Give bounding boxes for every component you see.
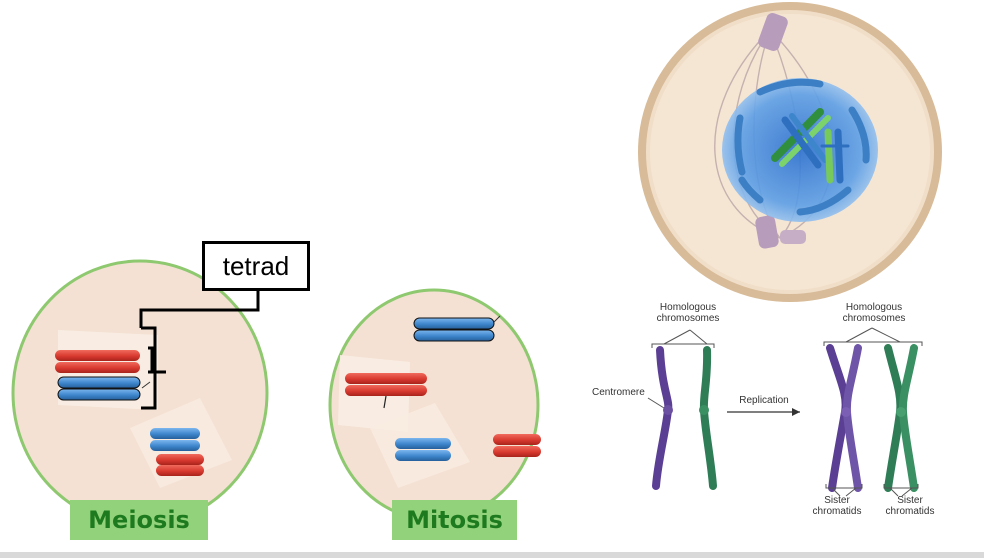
tetrad-label: tetrad	[222, 251, 290, 281]
meiosis-label: Meiosis	[70, 500, 208, 540]
mitosis-cell	[328, 288, 541, 522]
meiosis-tetrad-chromosomes	[55, 350, 151, 401]
homologous-chromosomes-right-label: Homologous chromosomes	[842, 302, 906, 324]
metaphase-cell	[638, 2, 942, 302]
tetrad-label-box: tetrad	[202, 241, 310, 291]
replication-diagram	[647, 327, 923, 497]
sister-chromatids-right-label: Sister chromatids	[885, 495, 935, 517]
mitosis-label: Mitosis	[392, 500, 517, 540]
tetrad-bracket	[139, 291, 260, 410]
bottom-divider	[0, 552, 984, 558]
replication-label: Replication	[739, 395, 789, 406]
sister-chromatids-left-label: Sister chromatids	[812, 495, 862, 517]
centromere-label: Centromere	[592, 387, 645, 398]
meiosis-cell	[11, 259, 269, 527]
homologous-chromosomes-left-label: Homologous chromosomes	[656, 302, 720, 324]
